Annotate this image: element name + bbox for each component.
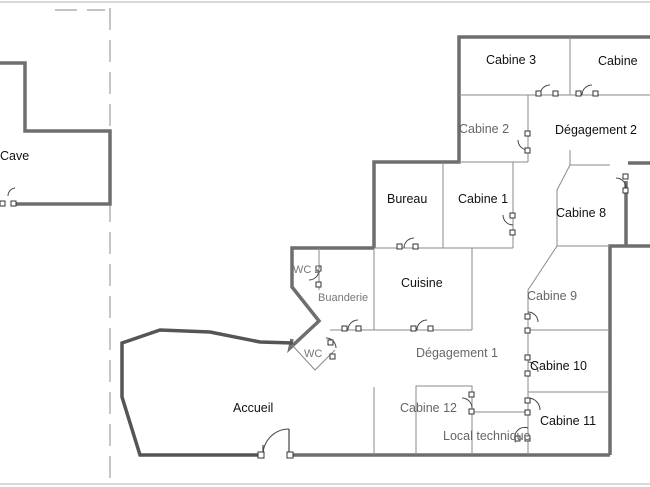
door-local-technique <box>514 426 531 442</box>
cave-wall <box>0 61 112 206</box>
door-cabine1 <box>502 212 516 236</box>
door-cabine9 <box>524 311 539 334</box>
door-cabine3 <box>535 84 559 97</box>
door-cabine2 <box>517 130 531 154</box>
label-cabine11: Cabine 11 <box>540 414 596 428</box>
partition-cabine9 <box>527 245 610 331</box>
label-wc: WC <box>304 348 322 360</box>
main-outer-wall <box>287 246 374 354</box>
label-cuisine: Cuisine <box>401 276 443 290</box>
label-degagement1: Dégagement 1 <box>416 346 498 360</box>
accueil-outer-wall <box>120 328 294 457</box>
door-cabine <box>575 84 599 97</box>
partition-wc <box>291 344 336 371</box>
door-cuisine <box>410 319 434 332</box>
label-cabine12: Cabine 12 <box>400 401 457 415</box>
partition-cabine12 <box>415 385 473 455</box>
door-wc2 <box>308 265 322 288</box>
label-cabine1: Cabine 1 <box>458 192 508 206</box>
label-wc2: WC 2 <box>293 264 321 276</box>
door-cabine8 <box>615 173 629 194</box>
label-cabine-top-right: Cabine <box>598 54 638 68</box>
door-cabine12 <box>461 391 475 415</box>
door-wc <box>325 337 337 360</box>
door-accueil-entrance <box>257 428 294 459</box>
label-accueil: Accueil <box>233 401 273 415</box>
label-cabine10: Cabine 10 <box>530 359 587 373</box>
partition-cabine8 <box>556 164 610 247</box>
label-cabine8: Cabine 8 <box>556 206 606 220</box>
door-bureau <box>396 237 419 250</box>
label-local-technique: Local technique <box>443 429 531 443</box>
label-degagement2: Dégagement 2 <box>555 123 637 137</box>
right-lower-outer-wall <box>608 244 650 455</box>
label-bureau: Bureau <box>387 192 427 206</box>
door-cave <box>0 187 17 207</box>
door-cabine11 <box>524 397 541 416</box>
label-cave: Cave <box>0 149 29 163</box>
label-cabine2: Cabine 2 <box>459 122 509 136</box>
label-cabine3: Cabine 3 <box>486 53 536 67</box>
label-buanderie: Buanderie <box>318 292 368 304</box>
label-cabine9: Cabine 9 <box>527 289 577 303</box>
door-buanderie <box>341 319 362 332</box>
door-cabine10 <box>524 354 539 377</box>
